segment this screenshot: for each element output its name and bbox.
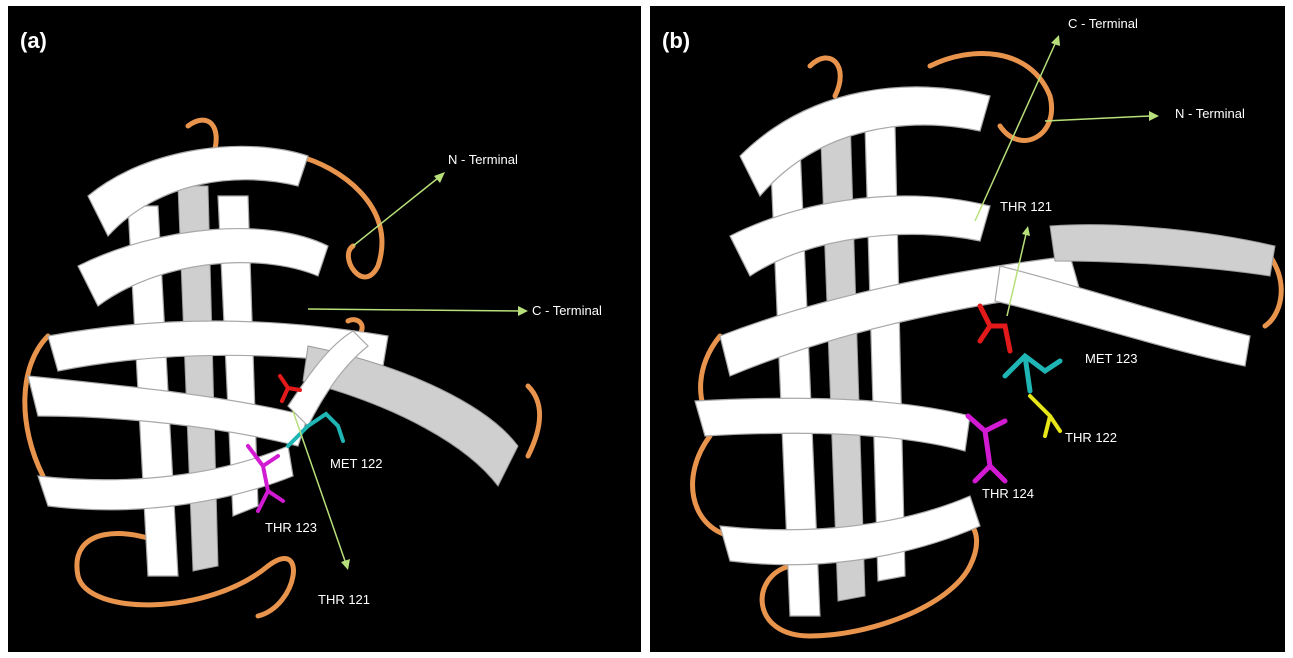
label-b-thr122: THR 122 <box>1065 430 1117 445</box>
protein-ribbon-a: N - Terminal C - Terminal MET 122 THR 12… <box>8 6 641 652</box>
arrow-a-thr121 <box>293 411 345 561</box>
arrowhead-b-thr121 <box>1022 226 1030 236</box>
arrow-b-nterm <box>1045 116 1150 121</box>
arrowhead-a-nterm <box>434 172 445 183</box>
residue-b-yellow <box>1030 396 1060 436</box>
strand-b-right <box>1050 225 1275 276</box>
label-a-thr123: THR 123 <box>265 520 317 535</box>
strand-b-h2 <box>730 196 990 276</box>
loop-a-bottom <box>77 534 294 616</box>
arrow-a-nterm <box>353 178 438 246</box>
panel-b-structure: (b) <box>650 6 1285 652</box>
strand-b-v3 <box>865 126 905 581</box>
residue-b-magenta <box>968 416 1005 481</box>
arrow-a-cterm <box>308 309 520 311</box>
loop-b-left2 <box>693 436 730 536</box>
label-b-nterminal: N - Terminal <box>1175 106 1245 121</box>
arrowhead-b-nterm <box>1149 111 1159 121</box>
label-b-met123: MET 123 <box>1085 351 1138 366</box>
label-a-thr121: THR 121 <box>318 592 370 607</box>
residue-b-cyan <box>1005 356 1060 391</box>
loop-a-right <box>528 386 540 456</box>
residue-b-red <box>980 306 1010 351</box>
arrowhead-a-cterm <box>518 306 528 316</box>
label-a-met122: MET 122 <box>330 456 383 471</box>
label-b-thr121: THR 121 <box>1000 199 1052 214</box>
arrowhead-b-cterm <box>1051 35 1060 46</box>
protein-ribbon-b: C - Terminal N - Terminal THR 121 MET 12… <box>650 6 1285 652</box>
label-a-cterminal: C - Terminal <box>532 303 602 318</box>
label-b-cterminal: C - Terminal <box>1068 16 1138 31</box>
arrowhead-a-thr121 <box>341 559 350 570</box>
label-b-thr124: THR 124 <box>982 486 1034 501</box>
panel-a-structure: (a) <box>8 6 641 652</box>
label-a-nterminal: N - Terminal <box>448 152 518 167</box>
loop-b-top <box>810 58 840 96</box>
